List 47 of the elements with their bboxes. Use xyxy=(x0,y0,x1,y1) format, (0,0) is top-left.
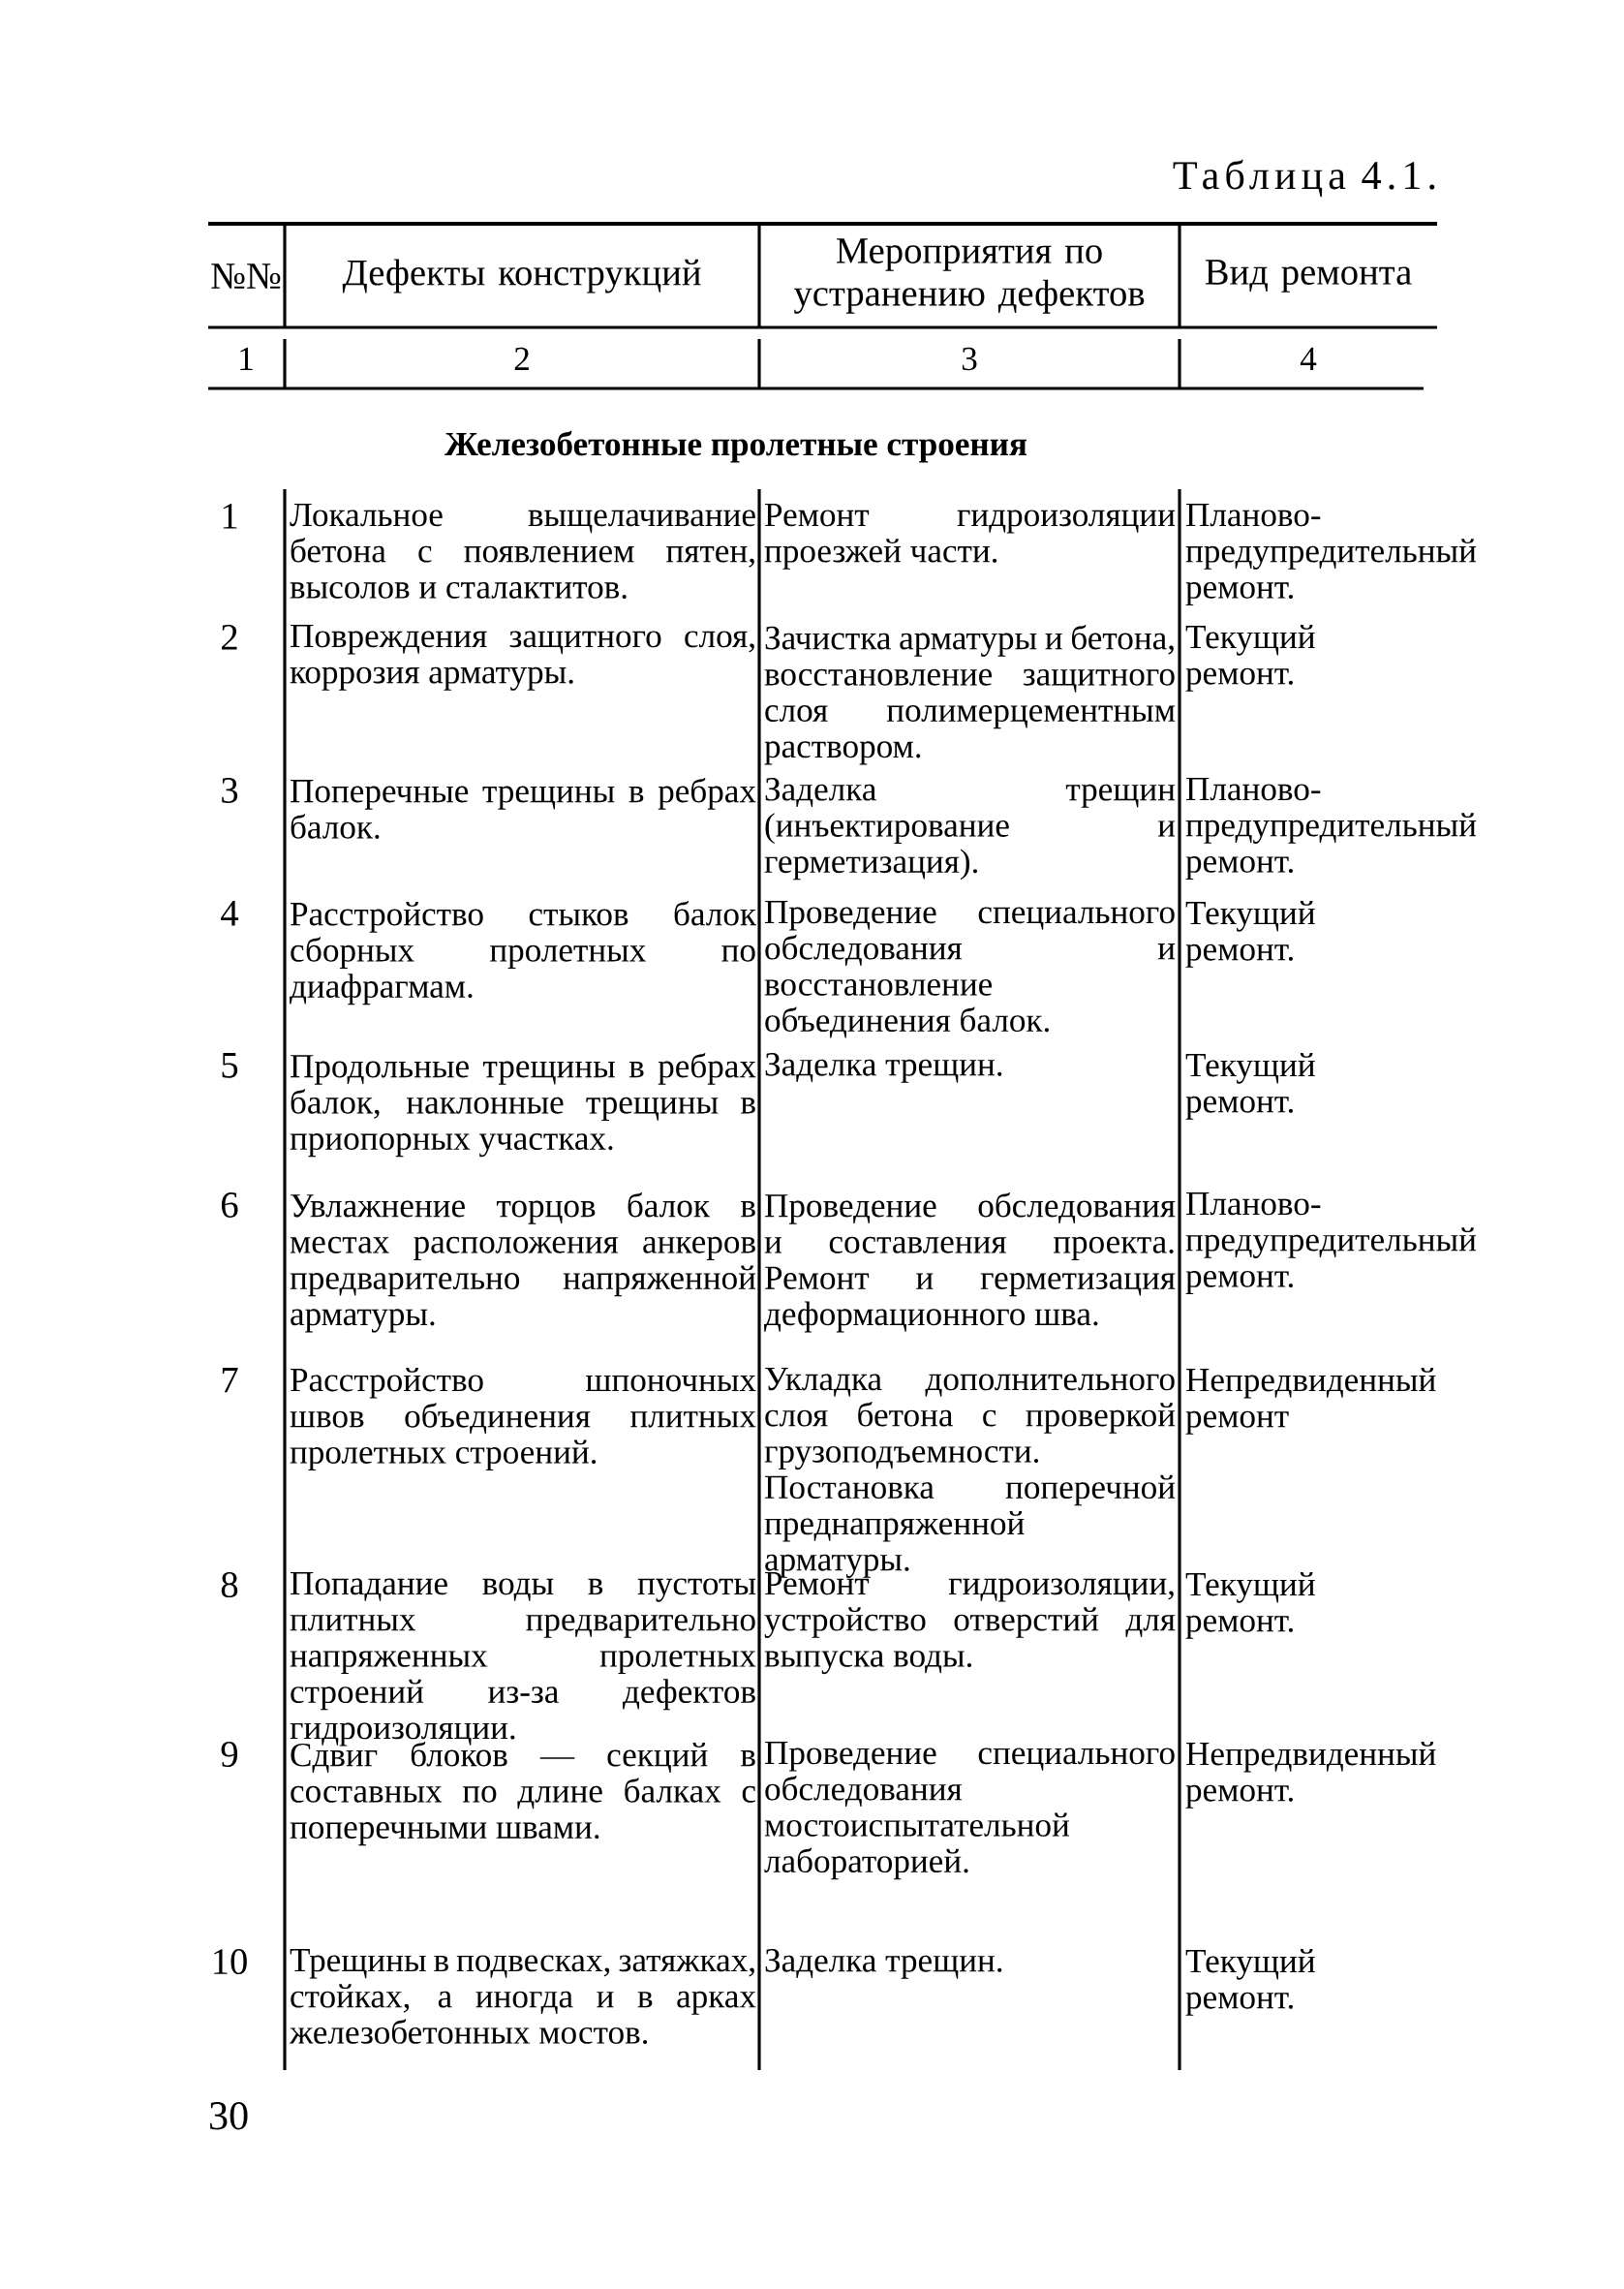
column-number: 4 xyxy=(1300,347,1317,370)
row-number: 2 xyxy=(222,625,237,650)
repair-type-text: Текущий ремонт. xyxy=(1185,901,1315,968)
defect-text: Расстройство шпоночных швов объединения плитных пролетных строений. xyxy=(290,1368,756,1471)
column-header: Мероприятия по устранению дефектов xyxy=(793,238,1145,314)
defect-text: Расстройство стыков балок сборных пролетных по диафрагмам. xyxy=(290,900,757,1005)
defect-text: Повреждения защитного слоя, коррозия арматуры. xyxy=(290,624,754,691)
defect-text: Локальное выщелачивание бетона с появлением пятен, высолов и сталактитов. xyxy=(290,503,755,599)
row-number: 3 xyxy=(222,778,238,803)
repair-type-text: Текущий ремонт. xyxy=(1185,624,1315,692)
repair-type-text: Текущий ремонт. xyxy=(1185,1053,1315,1120)
measure-text: Ремонт гидроизоляции проезжей части. xyxy=(764,503,1176,570)
column-number: 3 xyxy=(962,347,977,371)
row-number: 6 xyxy=(222,1192,238,1218)
measure-text: Проведение обследования и составления проекта. Ремонт и герметизация деформационного шва. xyxy=(764,1192,1176,1333)
row-number: 5 xyxy=(222,1053,238,1078)
row-number: 10 xyxy=(214,1949,247,1975)
repair-type-text: Планово-предупредительный ремонт. xyxy=(1185,503,1477,605)
repair-type-text: Текущий ремонт. xyxy=(1185,1572,1315,1639)
page-number: 30 xyxy=(210,2102,248,2130)
defect-text: Трещины в подвесках, затяжках, стойках, а иногда и в арках железобетонных мостов. xyxy=(289,1949,756,2045)
repair-type-text: Непредвиденный ремонт xyxy=(1185,1368,1436,1435)
section-heading: Железобетонные пролетные строения xyxy=(444,430,1026,463)
row-number: 8 xyxy=(221,1572,238,1598)
column-header: Вид ремонта xyxy=(1205,260,1412,293)
repair-type-text: Непредвиденный ремонт. xyxy=(1185,1742,1436,1809)
repair-type-text: Текущий ремонт. xyxy=(1185,1949,1315,2016)
column-number: 2 xyxy=(514,347,529,370)
measure-text: Проведение специального обследования и восстановление объединения балок. xyxy=(764,901,1176,1038)
row-number: 9 xyxy=(221,1742,238,1767)
row-number: 7 xyxy=(222,1368,238,1393)
repair-type-text: Планово-предупредительный ремонт. xyxy=(1185,1192,1477,1295)
column-header: №№ xyxy=(211,263,281,289)
row-number: 1 xyxy=(223,504,237,529)
repair-type-text: Планово-предупредительный ремонт. xyxy=(1185,778,1477,880)
table-title: Таблица 4.1. xyxy=(1173,159,1435,198)
measure-text: Заделка трещин. xyxy=(765,1053,1002,1083)
measure-text: Зачистка арматуры и бетона, восстановление защитного слоя полимерцементным раствором. xyxy=(764,624,1176,765)
column-number: 1 xyxy=(240,347,253,370)
defect-text: Продольные трещины в ребрах балок, наклонные трещины в приопорных участках. xyxy=(290,1053,756,1158)
column-header: Дефекты конструкций xyxy=(342,259,701,294)
measure-text: Заделка трещин. xyxy=(765,1949,1002,1979)
measure-text: Заделка трещин (инъектирование и герметизация). xyxy=(764,778,1176,881)
measure-text: Проведение специального обследования мостоиспытательной лабораторией. xyxy=(764,1742,1175,1880)
defect-text: Увлажнение торцов балок в местах расположения анкеров предварительно напряженной арматуры. xyxy=(290,1192,756,1333)
row-number: 4 xyxy=(221,901,239,926)
defect-text: Поперечные трещины в ребрах балок. xyxy=(291,777,756,839)
